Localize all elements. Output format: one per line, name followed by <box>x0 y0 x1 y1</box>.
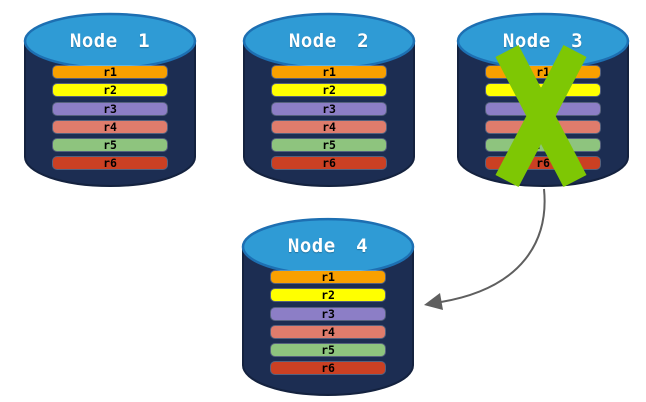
record-bar-r4: r4 <box>53 119 167 134</box>
cylinder-body <box>242 245 414 396</box>
record-label: r5 <box>321 343 335 358</box>
record-bar-r5: r5 <box>272 138 386 153</box>
record-label: r6 <box>321 361 335 376</box>
record-label: r6 <box>322 156 336 171</box>
record-bar-r1: r1 <box>272 66 386 78</box>
record-bar-r6: r6 <box>271 361 385 376</box>
record-bar-r2: r2 <box>53 83 167 98</box>
record-label: r6 <box>103 156 117 171</box>
record-label: r1 <box>103 65 117 79</box>
record-bar-r2: r2 <box>272 83 386 98</box>
record-bar-r1: r1 <box>271 271 385 283</box>
failure-x-icon <box>495 44 587 188</box>
node-3-failed: Node 3 r1 r2 r3 r4 r5 r6 <box>455 7 631 189</box>
record-bar-r1: r1 <box>53 66 167 78</box>
record-label: r1 <box>536 65 550 79</box>
node-label: Node 2 <box>288 30 370 52</box>
record-bar-r5: r5 <box>271 343 385 358</box>
node-label: Node 4 <box>287 235 369 257</box>
record-bar-r4: r4 <box>271 324 385 339</box>
record-label: r4 <box>322 119 336 134</box>
record-label: r3 <box>321 306 335 321</box>
record-list: r1 r2 r3 r4 r5 r6 <box>272 66 386 171</box>
record-bar-r6: r6 <box>53 156 167 171</box>
record-bar-r4: r4 <box>272 119 386 134</box>
record-label: r4 <box>321 324 335 339</box>
node-1: Node 1 r1 r2 r3 r4 r5 r6 <box>22 7 198 189</box>
node-4: Node 4 r1 r2 r3 r4 r5 r6 <box>240 212 416 398</box>
record-label: r2 <box>103 83 117 98</box>
record-bar-r2: r2 <box>271 288 385 303</box>
record-label: r5 <box>103 138 117 153</box>
record-bar-r3: r3 <box>271 306 385 321</box>
node-label: Node 1 <box>69 30 151 52</box>
record-label: r1 <box>322 65 336 79</box>
database-cylinder-icon <box>241 217 415 396</box>
record-bar-r3: r3 <box>53 101 167 116</box>
record-label: r1 <box>321 270 335 284</box>
arrowhead-icon <box>424 293 443 310</box>
record-label: r2 <box>321 288 335 303</box>
record-bar-r6: r6 <box>272 156 386 171</box>
record-label: r2 <box>322 83 336 98</box>
node-2: Node 2 r1 r2 r3 r4 r5 r6 <box>241 7 417 189</box>
record-label: r5 <box>322 138 336 153</box>
arrow-curve <box>440 188 546 303</box>
record-label: r6 <box>536 156 550 171</box>
record-label: r3 <box>322 101 336 116</box>
record-bar-r3: r3 <box>272 101 386 116</box>
record-label: r4 <box>103 119 117 134</box>
record-list: r1 r2 r3 r4 r5 r6 <box>271 271 385 376</box>
node-label: Node 3 <box>502 30 584 52</box>
record-bar-r5: r5 <box>53 138 167 153</box>
record-list: r1 r2 r3 r4 r5 r6 <box>53 66 167 171</box>
record-label: r3 <box>103 101 117 116</box>
